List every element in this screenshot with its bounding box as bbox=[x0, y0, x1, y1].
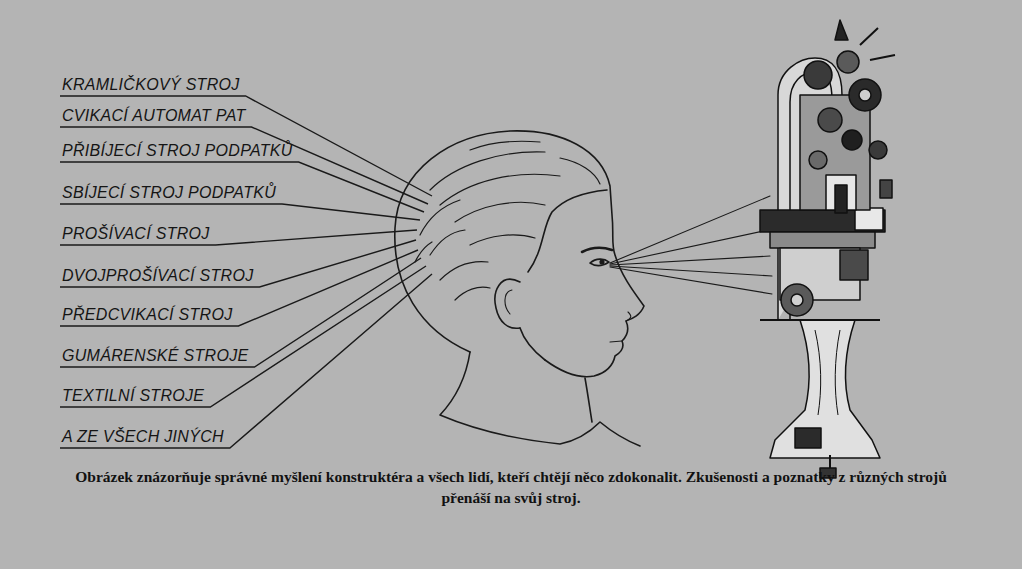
machine-label: PROŠÍVACÍ STROJ bbox=[62, 225, 210, 243]
eyebrow bbox=[582, 248, 612, 252]
machine-label: PŘEDCVIKACÍ STROJ bbox=[62, 306, 232, 324]
ear-inner bbox=[505, 290, 512, 314]
machine bbox=[760, 20, 895, 478]
mouth bbox=[610, 341, 622, 342]
leader-line bbox=[60, 266, 426, 407]
ear bbox=[495, 279, 520, 328]
machine-label: PŘIBÍJECÍ STROJ PODPATKŮ bbox=[62, 142, 293, 160]
machine-label: DVOJPROŠÍVACÍ STROJ bbox=[62, 267, 254, 285]
leader-line bbox=[60, 274, 432, 448]
nostril bbox=[626, 312, 631, 321]
leader-lines bbox=[60, 96, 432, 448]
machine-label: CVIKACÍ AUTOMAT PAT bbox=[62, 107, 246, 125]
machine-label: GUMÁRENSKÉ STROJE bbox=[62, 347, 248, 365]
leader-line bbox=[60, 258, 421, 367]
head-outline bbox=[395, 131, 644, 377]
sight-lines bbox=[610, 196, 772, 294]
leader-line bbox=[60, 127, 428, 204]
leader-line bbox=[60, 240, 416, 287]
eye bbox=[590, 259, 609, 265]
leader-line bbox=[60, 204, 420, 220]
pupil bbox=[600, 260, 604, 264]
jaw bbox=[520, 328, 545, 360]
neck bbox=[440, 352, 640, 446]
leader-line bbox=[60, 250, 418, 326]
caption: Obrázek znázorňuje správné myšlení konst… bbox=[66, 466, 956, 508]
machine-label: KRAMLIČKOVÝ STROJ bbox=[62, 76, 240, 94]
machine-label: TEXTILNÍ STROJE bbox=[62, 387, 204, 405]
machine-label: SBÍJECÍ STROJ PODPATKŮ bbox=[62, 184, 276, 202]
hair-strokes bbox=[415, 141, 600, 300]
machine-label: A ZE VŠECH JINÝCH bbox=[62, 428, 224, 446]
